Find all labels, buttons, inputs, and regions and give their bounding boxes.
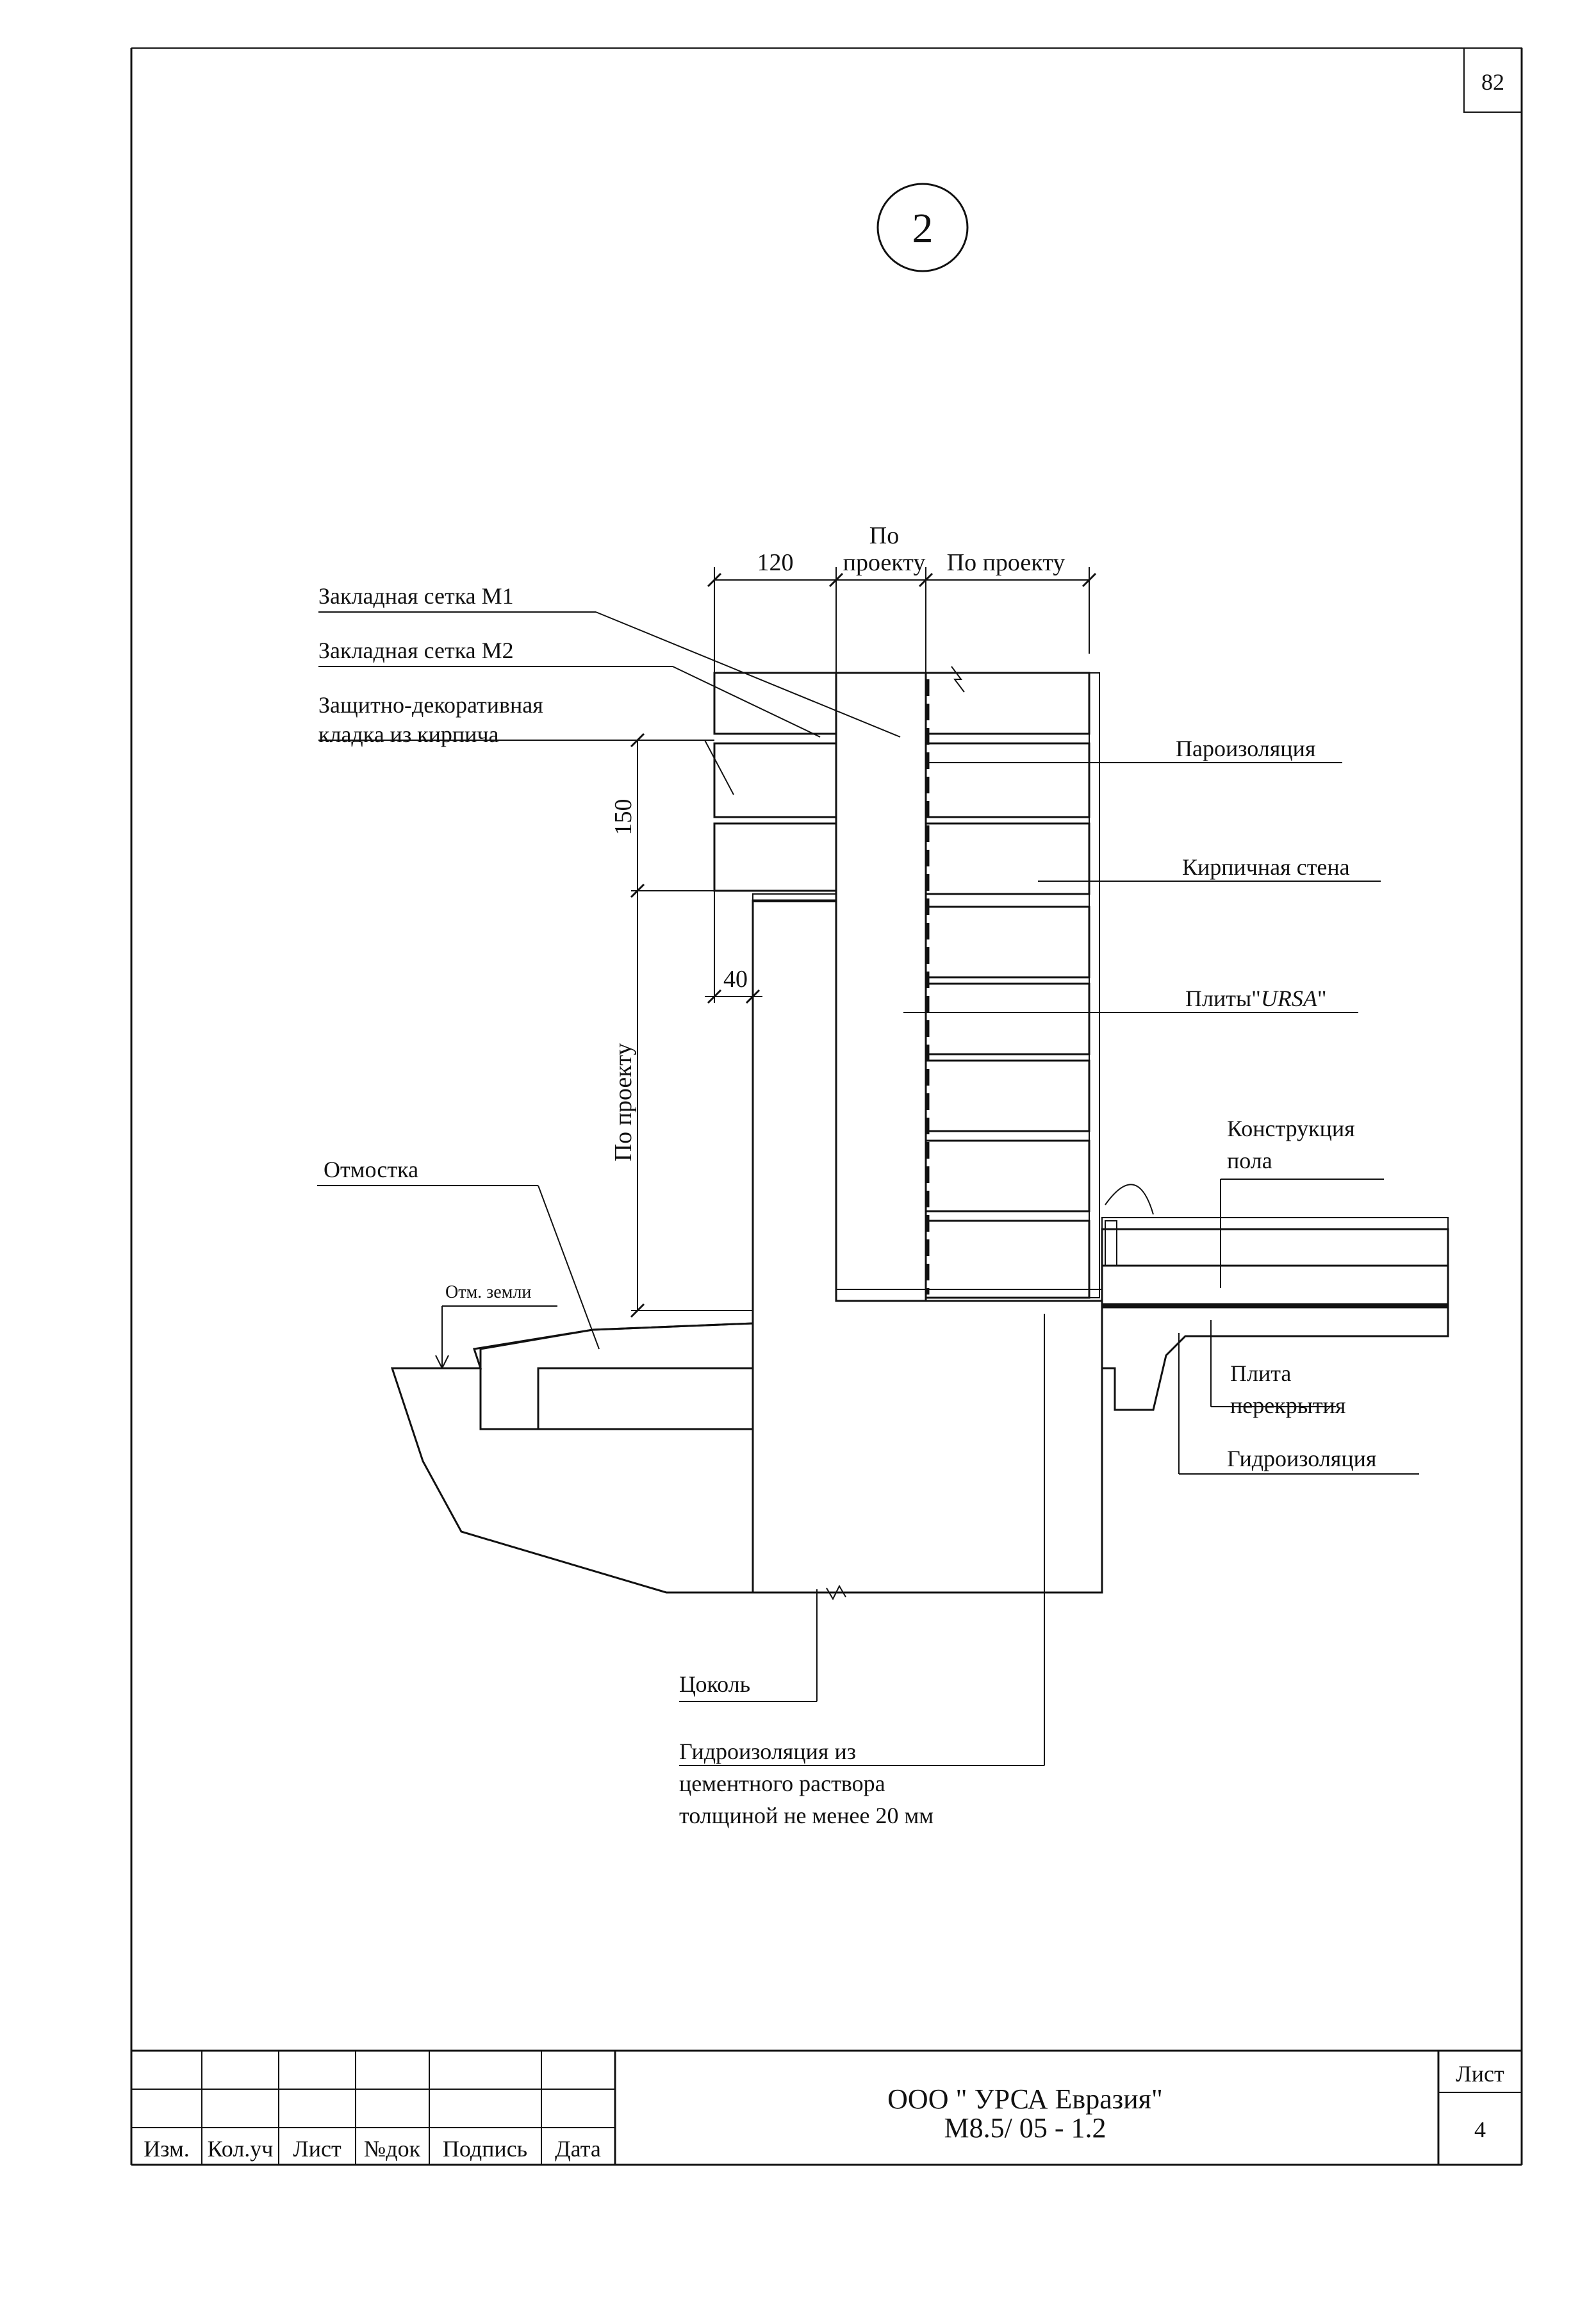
label-brick-wall: Кирпичная стена <box>1182 854 1350 880</box>
label-floor-construction-line1: Конструкция <box>1227 1116 1355 1141</box>
detail-number-marker: 2 <box>876 183 969 272</box>
label-floor-construction-line2: пола <box>1227 1148 1272 1173</box>
label-facing-masonry-line2: кладка из кирпича <box>318 722 499 747</box>
label-facing-masonry-line1: Защитно-декоративная <box>318 692 543 718</box>
dim-40: 40 <box>723 966 748 993</box>
ground-and-blind-area <box>390 1322 754 1594</box>
label-ursa-plates: Плиты"URSA" <box>1185 986 1327 1011</box>
floor-construction <box>1101 1184 1449 1411</box>
title-col-kol-uch: Кол.уч <box>208 2136 274 2162</box>
title-col-list: Лист <box>293 2136 341 2162</box>
label-waterproofing: Гидроизоляция <box>1227 1446 1376 1471</box>
title-sheet-number: 4 <box>1474 2117 1486 2142</box>
dimension-lines: 120 По проекту По проекту 150 По проекту… <box>610 522 1097 1318</box>
detail-number: 2 <box>912 205 934 252</box>
title-col-podpis: Подпись <box>443 2136 527 2162</box>
label-vapor-barrier: Пароизоляция <box>1176 736 1315 761</box>
dim-120: 120 <box>757 549 794 576</box>
title-block: Изм. Кол.уч Лист №док Подпись Дата ООО "… <box>131 2049 1522 2165</box>
corner-sheet-number: 82 <box>1481 69 1504 95</box>
label-cement-waterproofing-line3: толщиной не менее 20 мм <box>679 1803 934 1828</box>
label-floor-slab-line1: Плита <box>1230 1361 1291 1386</box>
title-company: ООО " УРСА Евразия" <box>887 2083 1163 2115</box>
brick-wall <box>925 666 1100 1299</box>
label-floor-slab-line2: перекрытия <box>1230 1393 1345 1418</box>
annotation-labels: Закладная сетка М1 Закладная сетка М2 За… <box>318 583 1376 1828</box>
label-cement-waterproofing-line1: Гидроизоляция из <box>679 1739 856 1764</box>
dim-150: 150 <box>610 799 637 836</box>
label-mesh-m2: Закладная сетка М2 <box>318 638 514 663</box>
label-plinth: Цоколь <box>679 1671 750 1697</box>
insulation-ursa <box>835 672 927 1302</box>
title-col-data: Дата <box>555 2136 601 2162</box>
dim-po-proektu-top-line1: По <box>869 522 899 549</box>
dim-po-proektu-top-right: По проекту <box>947 549 1065 576</box>
corner-sheet-number-box: 82 <box>1463 47 1522 113</box>
dim-po-proektu-vertical: По проекту <box>610 1043 637 1162</box>
title-document-code: М8.5/ 05 - 1.2 <box>944 2112 1107 2144</box>
title-col-izm: Изм. <box>144 2136 190 2162</box>
title-sheet-label: Лист <box>1456 2061 1504 2087</box>
label-blind-area: Отмостка <box>324 1157 418 1182</box>
label-cement-waterproofing-line2: цементного раствора <box>679 1771 885 1796</box>
title-col-ndok: №док <box>364 2136 421 2162</box>
sheet-frame <box>130 47 1523 2166</box>
dim-po-proektu-top-line2: проекту <box>843 549 926 576</box>
label-mesh-m1: Закладная сетка М1 <box>318 583 514 609</box>
facing-brick-masonry <box>713 672 837 892</box>
annotation-leaders <box>317 611 1419 1766</box>
label-ground-level: Отм. земли <box>445 1282 531 1302</box>
